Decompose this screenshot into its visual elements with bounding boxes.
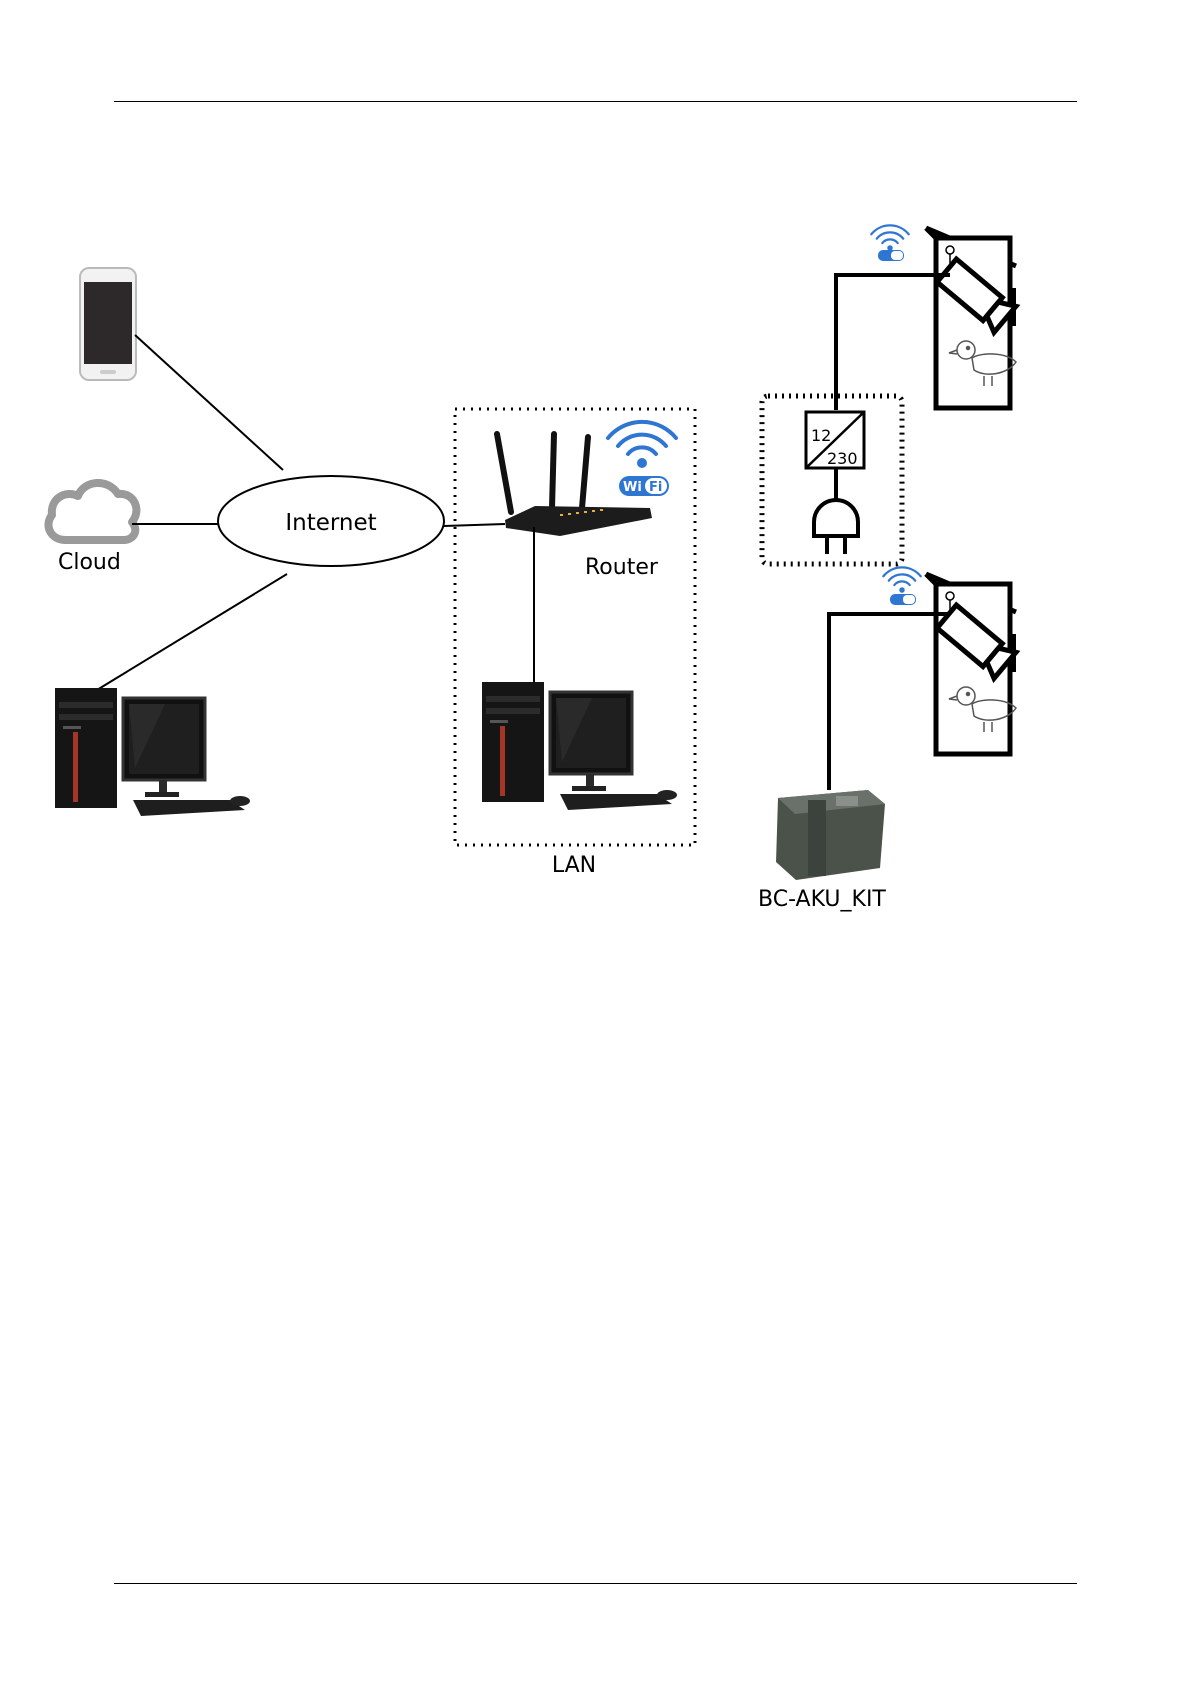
cloud-label: Cloud [58, 550, 121, 575]
wifi-icon [871, 225, 908, 250]
internet-label: Internet [285, 510, 376, 536]
link-phone-internet [135, 335, 283, 470]
battery-box-icon [776, 790, 885, 880]
link-pc-internet [92, 574, 287, 693]
link-internet-router [444, 524, 505, 526]
router-label: Router [585, 555, 659, 580]
wifi-badge: Wi Fi [619, 476, 669, 496]
desktop-computer-icon [55, 688, 250, 816]
desktop-computer-icon [482, 682, 677, 810]
camera-icon [926, 228, 1016, 408]
power-adapter-icon: 12 230 [806, 412, 864, 468]
link-camera2-battery [829, 614, 950, 790]
smartphone-icon [80, 268, 136, 380]
adapter-low-label: 12 [811, 426, 831, 445]
wifi-icon [608, 422, 676, 468]
wifi-badge [878, 250, 904, 261]
cloud-icon [48, 483, 136, 540]
camera-icon [926, 574, 1016, 754]
link-camera1-power [836, 275, 950, 410]
svg-text:Fi: Fi [649, 480, 662, 495]
internet-node: Internet [218, 476, 444, 566]
power-plug-icon [814, 500, 858, 554]
wifi-icon [883, 567, 920, 592]
adapter-high-label: 230 [827, 449, 858, 468]
wifi-badge [890, 594, 916, 605]
svg-text:Wi: Wi [623, 480, 642, 495]
battery-label: BC-AKU_KIT [758, 887, 886, 912]
lan-label: LAN [552, 853, 596, 878]
